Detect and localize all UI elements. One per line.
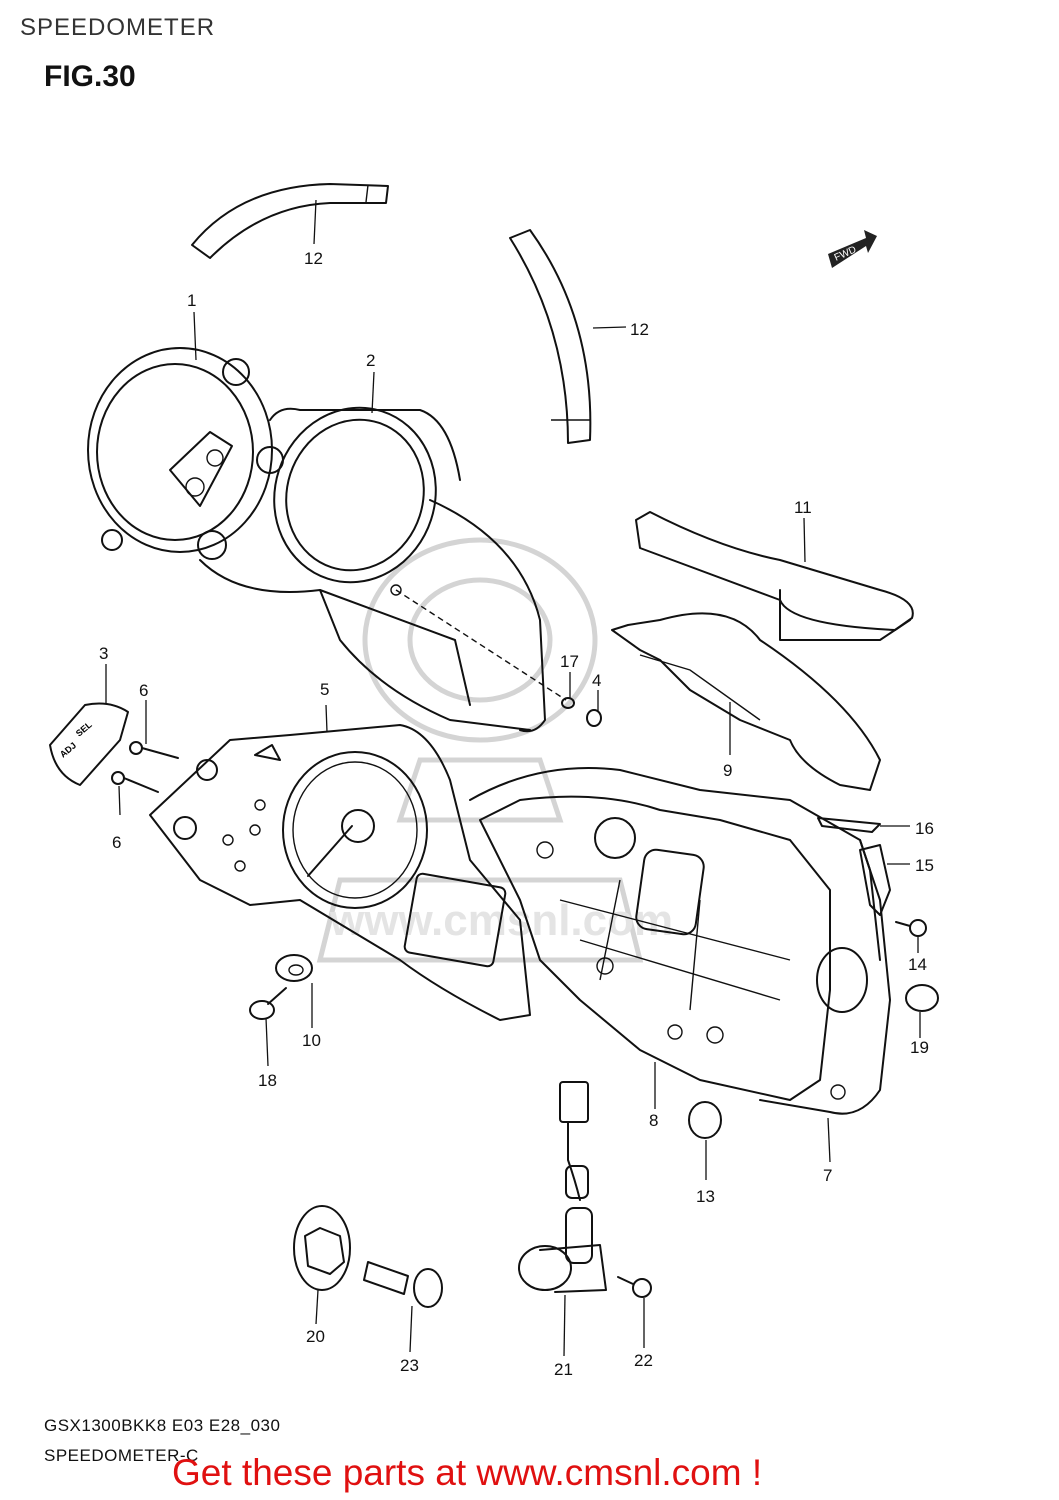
callout-10: 10 <box>302 1031 321 1050</box>
callout-23: 23 <box>400 1356 419 1375</box>
fwd-arrow-icon: FWD <box>828 230 877 268</box>
adj-button-label: ADJ <box>58 740 78 759</box>
part-10-grommet[interactable] <box>275 954 313 982</box>
callout-11: 11 <box>794 498 812 517</box>
callout-16: 16 <box>915 819 934 838</box>
callout-6a: 6 <box>139 681 148 700</box>
diagram-subtitle: SPEEDOMETER-C <box>44 1446 199 1465</box>
callout-18: 18 <box>258 1071 277 1090</box>
part-21-speed-sensor[interactable] <box>518 1081 607 1293</box>
page-title: SPEEDOMETER <box>20 14 216 41</box>
callout-12a: 12 <box>304 249 323 268</box>
part-6-screw-lower[interactable] <box>111 771 159 793</box>
part-13-cap[interactable] <box>688 1101 722 1139</box>
part-19-grommet[interactable] <box>905 984 939 1012</box>
part-9-upper-cover[interactable] <box>611 612 881 791</box>
callout-20: 20 <box>306 1327 325 1346</box>
callout-19: 19 <box>910 1038 929 1057</box>
callout-6b: 6 <box>112 833 121 852</box>
part-12-upper-strip[interactable] <box>191 183 389 259</box>
callout-1: 1 <box>187 291 196 310</box>
callout-5: 5 <box>320 680 329 699</box>
watermark-logo: www.cmsnl.com <box>316 537 673 963</box>
callout-2: 2 <box>366 351 375 370</box>
part-12-right-strip[interactable] <box>509 229 592 444</box>
part-16-seal[interactable] <box>817 817 881 833</box>
callout-12b: 12 <box>630 320 649 339</box>
callout-8: 8 <box>649 1111 658 1130</box>
callout-leaders <box>105 199 921 1357</box>
callout-15: 15 <box>915 856 934 875</box>
model-code: GSX1300BKK8 E03 E28_030 <box>44 1416 281 1435</box>
shop-link[interactable]: Get these parts at www.cmsnl.com ! <box>172 1452 763 1493</box>
callout-14: 14 <box>908 955 927 974</box>
part-11-cover-strip[interactable] <box>635 511 914 641</box>
part-17-washer[interactable] <box>561 697 575 709</box>
callout-21: 21 <box>554 1360 573 1379</box>
callout-3: 3 <box>99 644 108 663</box>
fwd-badge-text: FWD <box>833 244 858 263</box>
part-15-bracket[interactable] <box>859 844 891 916</box>
callout-numbers: 1 2 3 4 5 6 6 7 8 9 10 11 12 12 13 14 15… <box>99 249 934 1379</box>
figure-label: FIG.30 <box>44 60 136 93</box>
part-5-tachometer-gauge[interactable] <box>149 724 531 1021</box>
callout-4: 4 <box>592 671 601 690</box>
part-22-bolt[interactable] <box>617 1276 652 1298</box>
callout-22: 22 <box>634 1351 653 1370</box>
callout-9: 9 <box>723 761 732 780</box>
part-20-gear[interactable] <box>293 1205 351 1291</box>
callout-17: 17 <box>560 652 579 671</box>
callout-7: 7 <box>823 1166 832 1185</box>
part-6-screw-upper[interactable] <box>129 741 179 759</box>
part-1-front-bezel[interactable] <box>87 347 290 560</box>
part-14-screw[interactable] <box>895 919 927 937</box>
part-4-screw[interactable] <box>586 709 602 727</box>
sel-button-label: SEL <box>74 719 94 738</box>
part-2-lens-cover[interactable] <box>199 387 567 733</box>
part-23-bushing[interactable] <box>363 1261 443 1308</box>
part-18-bolt[interactable] <box>249 987 287 1020</box>
callout-13: 13 <box>696 1187 715 1206</box>
part-8-inner-case[interactable] <box>479 795 846 1101</box>
